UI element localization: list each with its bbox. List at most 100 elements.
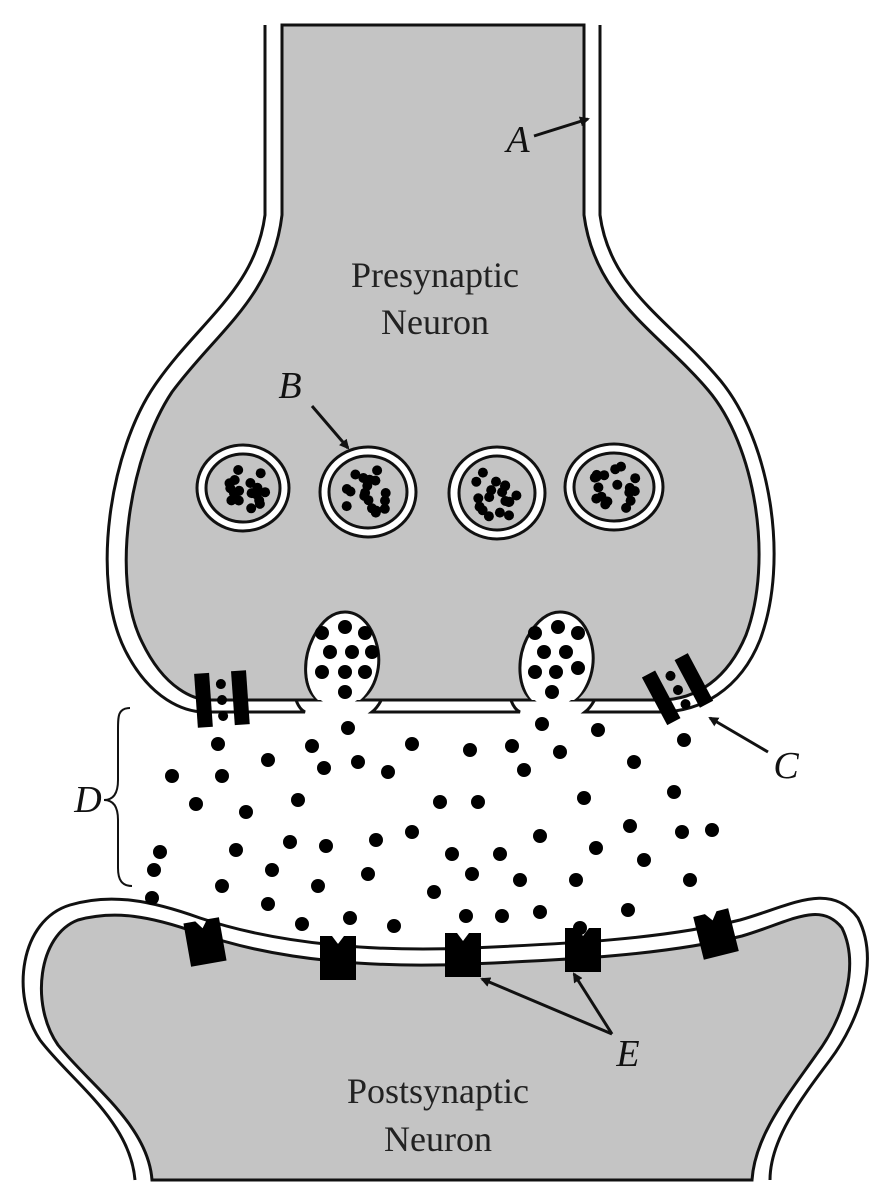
- neurotransmitter-dot-icon: [341, 501, 352, 512]
- neurotransmitter-dot-icon: [559, 645, 573, 659]
- neurotransmitter-dot-icon: [500, 480, 511, 491]
- neurotransmitter-dot-icon: [675, 825, 689, 839]
- neurotransmitter-dot-icon: [315, 626, 329, 640]
- neurotransmitter-dot-icon: [677, 733, 691, 747]
- postsynaptic-label-line2: Neuron: [384, 1119, 492, 1159]
- neurotransmitter-dot-icon: [338, 685, 352, 699]
- neurotransmitter-dot-icon: [369, 833, 383, 847]
- neurotransmitter-dot-icon: [254, 495, 265, 506]
- neurotransmitter-dot-icon: [484, 492, 495, 503]
- neurotransmitter-dot-icon: [593, 482, 604, 493]
- neurotransmitter-dot-icon: [341, 721, 355, 735]
- neurotransmitter-dot-icon: [491, 476, 501, 487]
- presynaptic-membrane: [105, 25, 776, 714]
- neurotransmitter-dot-icon: [380, 488, 391, 498]
- neurotransmitter-dot-icon: [370, 475, 381, 486]
- neurotransmitter-dot-icon: [165, 769, 179, 783]
- neurotransmitter-dot-icon: [265, 863, 279, 877]
- neurotransmitter-dot-icon: [229, 843, 243, 857]
- neurotransmitter-dot-icon: [358, 473, 369, 483]
- postsynaptic-neuron: Postsynaptic Neuron: [21, 896, 869, 1182]
- neurotransmitter-dot-icon: [317, 761, 331, 775]
- neurotransmitter-dot-icon: [517, 763, 531, 777]
- neurotransmitter-dot-icon: [503, 497, 514, 508]
- neurotransmitter-dot-icon: [599, 470, 610, 481]
- neurotransmitter-dot-icon: [338, 665, 352, 679]
- neurotransmitter-dot-icon: [612, 479, 623, 490]
- synaptic-vesicles: [195, 442, 665, 541]
- neurotransmitter-dot-icon: [361, 867, 375, 881]
- neurotransmitter-dot-icon: [591, 493, 602, 504]
- neurotransmitter-dot-icon: [493, 847, 507, 861]
- neurotransmitter-dot-icon: [295, 917, 309, 931]
- neurotransmitter-dot-icon: [239, 805, 253, 819]
- neurotransmitter-dot-icon: [545, 685, 559, 699]
- label-d: D: [73, 779, 101, 821]
- neurotransmitter-dot-icon: [571, 661, 585, 675]
- neurotransmitter-dot-icon: [261, 897, 275, 911]
- neurotransmitter-dot-icon: [189, 797, 203, 811]
- neurotransmitter-dot-icon: [246, 503, 257, 514]
- neurotransmitter-dot-icon: [372, 465, 383, 476]
- receptor-icon: [693, 908, 739, 960]
- ion-channel-icon: [641, 653, 714, 726]
- neurotransmitter-dot-icon: [533, 829, 547, 843]
- neurotransmitter-dot-icon: [591, 471, 602, 482]
- neurotransmitter-dot-icon: [621, 502, 632, 513]
- neurotransmitter-dot-icon: [379, 503, 390, 514]
- neurotransmitter-dot-icon: [445, 847, 459, 861]
- receptor-icon: [565, 928, 601, 972]
- receptor-icon: [320, 936, 356, 980]
- neurotransmitter-dot-icon: [630, 473, 641, 484]
- label-b: B: [278, 365, 301, 407]
- ion-channels: [194, 653, 714, 728]
- neurotransmitter-dot-icon: [477, 467, 488, 478]
- neurotransmitter-dot-icon: [234, 485, 245, 496]
- neurotransmitter-dot-icon: [705, 823, 719, 837]
- arrow-icon: [708, 716, 769, 754]
- neurotransmitter-dot-icon: [621, 903, 635, 917]
- neurotransmitter-dot-icon: [380, 495, 390, 506]
- neurotransmitter-dot-icon: [211, 737, 225, 751]
- neurotransmitter-dot-icon: [305, 739, 319, 753]
- neurotransmitter-dot-icon: [358, 665, 372, 679]
- neurotransmitter-dot-icon: [370, 507, 381, 518]
- neurotransmitter-dot-icon: [616, 461, 626, 472]
- neurotransmitter-dot-icon: [577, 791, 591, 805]
- neurotransmitter-dot-icon: [459, 909, 473, 923]
- label-e: E: [615, 1033, 639, 1075]
- presynaptic-label-line1: Presynaptic: [351, 255, 519, 295]
- neurotransmitter-dot-icon: [351, 755, 365, 769]
- neurotransmitter-dot-icon: [358, 626, 372, 640]
- neurotransmitter-dot-icon: [427, 885, 441, 899]
- postsynaptic-label-line1: Postsynaptic: [347, 1071, 529, 1111]
- neurotransmitter-dot-icon: [591, 723, 605, 737]
- receptor-icon: [183, 917, 227, 967]
- neurotransmitter-dot-icon: [261, 753, 275, 767]
- neurotransmitter-dot-icon: [667, 785, 681, 799]
- presynaptic-cytoplasm: [124, 23, 761, 702]
- neurotransmitter-dot-icon: [551, 620, 565, 634]
- neurotransmitter-dot-icon: [145, 891, 159, 905]
- arrow-icon: [572, 972, 614, 1035]
- neurotransmitter-dot-icon: [365, 645, 379, 659]
- neurotransmitter-dot-icon: [315, 665, 329, 679]
- label-c: C: [773, 745, 799, 787]
- neurotransmitter-dot-icon: [627, 755, 641, 769]
- arrow-icon: [310, 405, 350, 450]
- neurotransmitter-dot-icon: [623, 819, 637, 833]
- label-a: A: [503, 119, 530, 161]
- neurotransmitter-dot-icon: [323, 645, 337, 659]
- neurotransmitter-dot-icon: [245, 478, 256, 488]
- neurotransmitter-dot-icon: [513, 873, 527, 887]
- neurotransmitter-dot-icon: [471, 476, 482, 487]
- presynaptic-label-line2: Neuron: [381, 302, 489, 342]
- neurotransmitter-dot-icon: [387, 919, 401, 933]
- neurotransmitter-dot-icon: [215, 879, 229, 893]
- arrow-icon: [533, 116, 590, 138]
- neurotransmitter-dot-icon: [528, 626, 542, 640]
- neurotransmitter-dot-icon: [433, 795, 447, 809]
- receptor-icon: [445, 933, 481, 977]
- neurotransmitter-dot-icon: [405, 825, 419, 839]
